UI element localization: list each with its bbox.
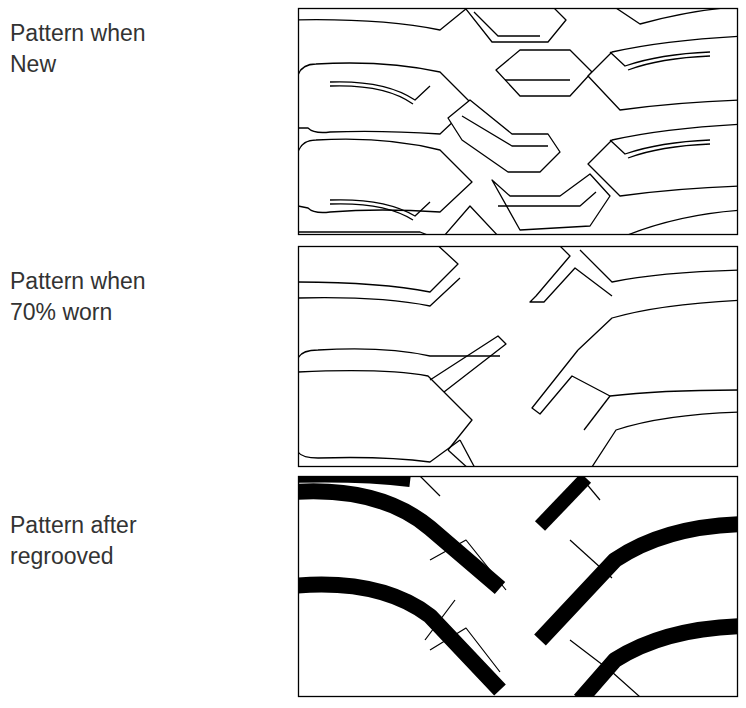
panel-caption: Pattern when 70% worn <box>10 266 175 328</box>
regrooved-tread <box>298 476 738 697</box>
panel-caption: Pattern after regrooved <box>10 510 175 572</box>
worn-tread <box>298 246 738 467</box>
panel-caption: Pattern when New <box>10 18 175 80</box>
new-tread <box>298 8 738 235</box>
